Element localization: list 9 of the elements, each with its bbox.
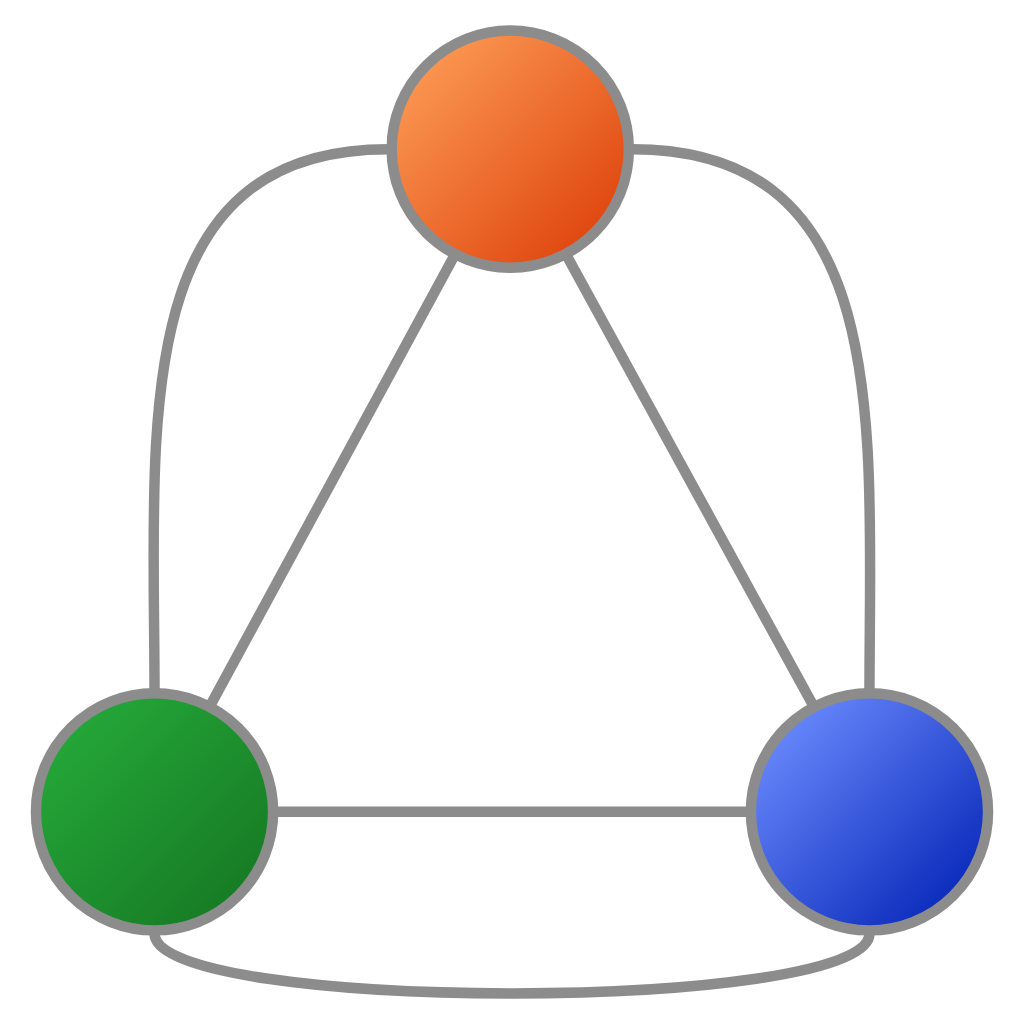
node-circle: [745, 688, 994, 936]
connector: [205, 252, 460, 710]
connector: [148, 143, 389, 694]
node-circle: [30, 688, 279, 936]
connector: [273, 806, 751, 817]
node-circle: [386, 25, 635, 273]
connector: [631, 143, 876, 694]
connector: [561, 252, 819, 710]
connector: [150, 930, 874, 999]
